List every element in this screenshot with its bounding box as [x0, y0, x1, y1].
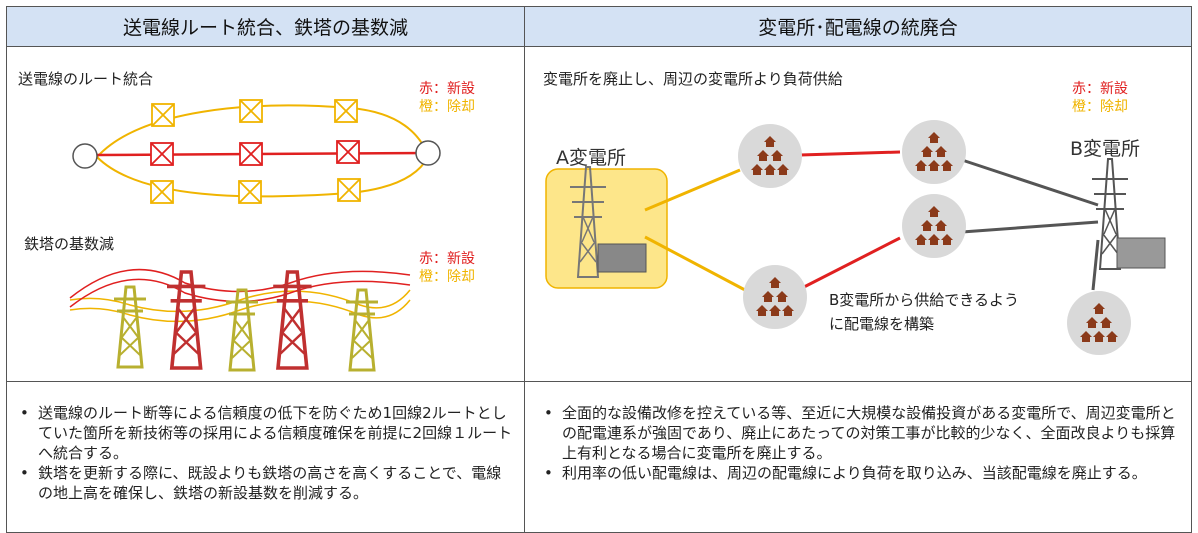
legend-substation: 赤：新設 橙：除却 — [1072, 80, 1128, 116]
tower-reduction-diagram — [69, 268, 411, 372]
legend-new-red: 赤：新設 — [1072, 81, 1128, 97]
tower-reduction-label: 鉄塔の基数減 — [24, 235, 115, 253]
load-node-2 — [902, 120, 966, 184]
bullet-left-2: 鉄塔を更新する際に、既設よりも鉄塔の高さを高くすることで、電線の地上高を確保し、… — [16, 463, 516, 503]
load-node-4 — [743, 265, 807, 329]
row-divider — [6, 381, 1192, 382]
legend-remove-orange: 橙：除却 — [1072, 99, 1128, 115]
load-node-5 — [1067, 291, 1131, 355]
substation-a-label: A変電所 — [556, 147, 626, 169]
bullet-left-1: 送電線のルート断等による信頼度の低下を防ぐため1回線2ルートとしていた箇所を新技… — [16, 403, 516, 463]
route-node-left — [72, 143, 98, 169]
legend-remove-orange: 橙：除却 — [419, 99, 475, 115]
route-integration-label: 送電線のルート統合 — [18, 70, 154, 88]
distribution-note-line2: に配電線を構築 — [829, 315, 935, 333]
substation-diagram — [545, 120, 1166, 355]
bullet-right-1: 全面的な設備改修を控えている等、至近に大規模な設備投資がある変電所で、周辺変電所… — [540, 403, 1185, 463]
substation-b-label: B変電所 — [1070, 138, 1141, 160]
legend-remove-orange: 橙：除却 — [419, 269, 475, 285]
column-divider — [524, 6, 525, 533]
header-route-integration: 送電線ルート統合、鉄塔の基数減 — [6, 6, 525, 47]
route-node-right — [415, 140, 441, 166]
bullet-right-2: 利用率の低い配電線は、周辺の配電線により負荷を取り込み、当該配電線を廃止する。 — [540, 463, 1185, 483]
distribution-note-line1: B変電所から供給できるよう — [829, 291, 1019, 309]
route-integration-diagram — [72, 99, 441, 204]
load-node-3 — [902, 194, 966, 258]
legend-tower: 赤：新設 橙：除却 — [419, 250, 475, 286]
legend-new-red: 赤：新設 — [419, 81, 475, 97]
legend-new-red: 赤：新設 — [419, 251, 475, 267]
distribution-note: B変電所から供給できるよう に配電線を構築 — [829, 288, 1019, 336]
header-substation-consolidation: 変電所･配電線の統廃合 — [524, 6, 1192, 47]
substation-caption: 変電所を廃止し、周辺の変電所より負荷供給 — [543, 70, 843, 88]
load-node-1 — [738, 124, 802, 188]
legend-route: 赤：新設 橙：除却 — [419, 80, 475, 116]
